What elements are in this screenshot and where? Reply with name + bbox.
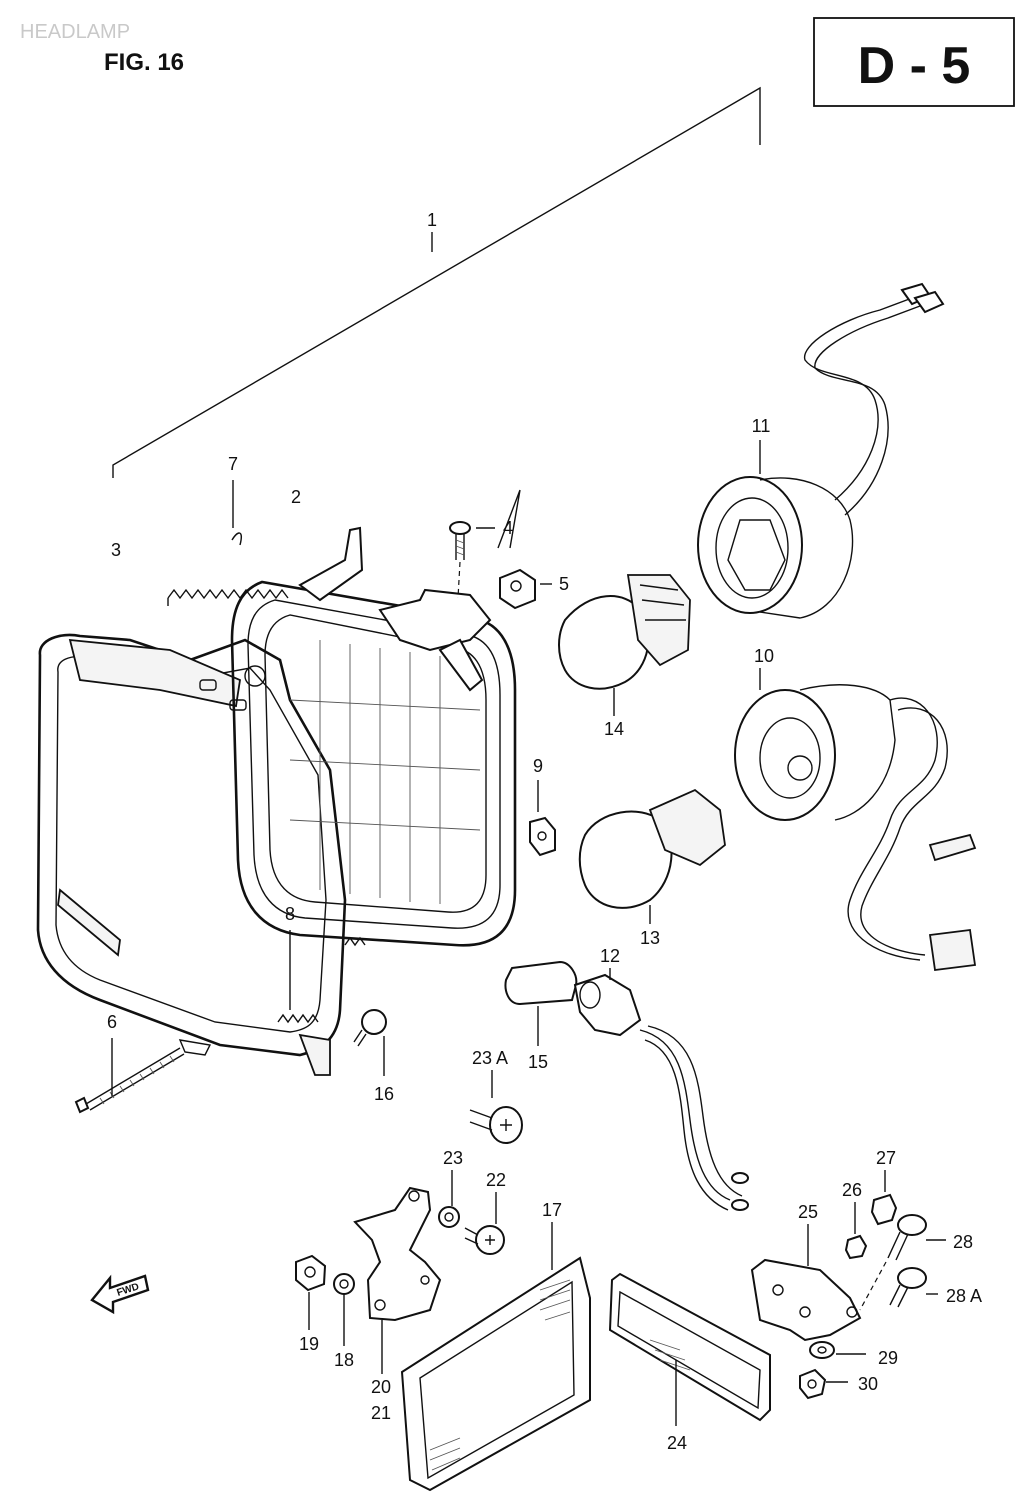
callout-23a: 23 A xyxy=(472,1048,508,1068)
part-24-reflector xyxy=(608,1272,771,1426)
part-29-washer xyxy=(809,1341,866,1359)
part-12-socket xyxy=(573,968,749,1211)
part-27-nut xyxy=(870,1170,898,1226)
forward-arrow-icon: FWD xyxy=(90,1274,150,1315)
section-code: D - 5 xyxy=(858,37,971,95)
part-28a-bolt xyxy=(889,1267,938,1308)
part-18-washer xyxy=(333,1273,355,1346)
callout-14: 14 xyxy=(604,719,624,739)
part-16-screw xyxy=(353,1009,387,1076)
callout-4: 4 xyxy=(503,518,513,538)
part-15-bulb xyxy=(504,960,578,1046)
part-5-nut xyxy=(497,489,552,610)
callout-21: 21 xyxy=(371,1403,391,1423)
part-2-headlamp-unit xyxy=(230,526,517,947)
part-14-bulb xyxy=(558,574,691,716)
assembly-bracket xyxy=(112,86,761,478)
callout-2: 2 xyxy=(291,487,301,507)
part-9-nut xyxy=(529,780,556,857)
figure-title: FIG. 16 xyxy=(104,49,184,76)
callout-25: 25 xyxy=(798,1202,818,1222)
part-6-screw xyxy=(74,1038,185,1114)
callout-1: 1 xyxy=(427,210,437,230)
part-26-nut xyxy=(844,1202,868,1260)
part-19-nut xyxy=(295,1254,327,1330)
callout-26: 26 xyxy=(842,1180,862,1200)
callout-27: 27 xyxy=(876,1148,896,1168)
callout-29: 29 xyxy=(878,1348,898,1368)
part-7-spring xyxy=(167,480,289,606)
callout-18: 18 xyxy=(334,1350,354,1370)
callout-13: 13 xyxy=(640,928,660,948)
callout-16: 16 xyxy=(374,1084,394,1104)
callout-8: 8 xyxy=(285,904,295,924)
part-3-rim xyxy=(36,633,347,1076)
callout-28a: 28 A xyxy=(946,1286,982,1306)
part-25-bracket xyxy=(750,1224,862,1342)
callout-15: 15 xyxy=(528,1052,548,1072)
callout-11: 11 xyxy=(752,416,771,436)
part-10-socket xyxy=(734,668,977,972)
callout-23: 23 xyxy=(443,1148,463,1168)
callout-20: 20 xyxy=(371,1377,391,1397)
part-8-spring xyxy=(277,930,366,1024)
watermark-text: HEADLAMP xyxy=(20,21,130,43)
part-4-screw xyxy=(449,521,495,599)
part-11-socket xyxy=(697,282,945,619)
part-13-bulb xyxy=(578,788,726,924)
callout-10: 10 xyxy=(754,646,774,666)
callout-30: 30 xyxy=(858,1374,878,1394)
callout-28: 28 xyxy=(953,1232,973,1252)
part-30-nut xyxy=(799,1368,848,1400)
callout-22: 22 xyxy=(486,1170,506,1190)
callout-6: 6 xyxy=(107,1012,117,1032)
part-28-bolt xyxy=(859,1214,946,1311)
callout-12: 12 xyxy=(600,946,620,966)
callout-9: 9 xyxy=(533,756,543,776)
part-23-washer xyxy=(438,1170,460,1228)
callout-7: 7 xyxy=(228,454,238,474)
callout-19: 19 xyxy=(299,1334,319,1354)
part-17-reflector xyxy=(400,1222,591,1492)
part-22-screw xyxy=(464,1192,505,1255)
callout-5: 5 xyxy=(559,574,569,594)
part-20-21-bracket xyxy=(353,1186,442,1374)
callout-3: 3 xyxy=(111,540,121,560)
section-code-box: D - 5 xyxy=(813,17,1015,107)
callout-24: 24 xyxy=(667,1433,687,1453)
part-23a-screw xyxy=(469,1070,523,1144)
callout-17: 17 xyxy=(542,1200,562,1220)
